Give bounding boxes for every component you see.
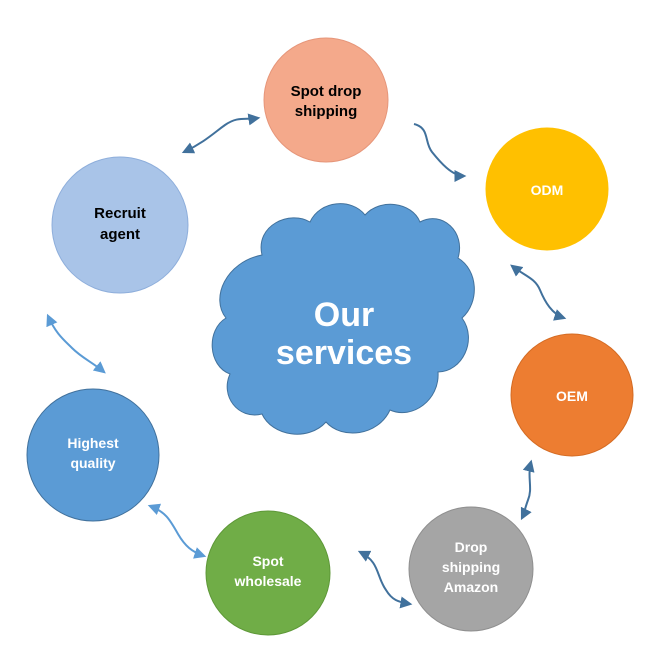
connectors <box>46 113 567 609</box>
node-label-line: OEM <box>556 388 588 404</box>
node-oem: OEM <box>510 333 634 457</box>
node-recruit-agent: Recruit agent <box>51 156 189 294</box>
node-label-line: agent <box>100 226 140 243</box>
node-circle <box>263 37 389 163</box>
arrow-oem-to-drop-amazon <box>520 459 535 521</box>
node-circle <box>205 510 331 636</box>
node-circle <box>26 388 160 522</box>
node-label-line: ODM <box>531 182 564 198</box>
arrow-highest-to-recruit <box>46 313 106 374</box>
node-circle <box>51 156 189 294</box>
node-circle <box>510 333 634 457</box>
node-label-line: Highest <box>67 435 119 451</box>
node-label-line: Spot drop <box>291 83 362 100</box>
node-label-line: Amazon <box>444 579 498 595</box>
node-spot-drop-shipping: Spot drop shipping <box>263 37 389 163</box>
node-odm: ODM <box>485 127 609 251</box>
arrow-recruit-to-spot-drop <box>181 113 261 154</box>
node-label-line: wholesale <box>234 573 302 589</box>
arrow-spot-drop-to-odm <box>413 123 467 182</box>
node-highest-quality: Highest quality <box>26 388 160 522</box>
node-label-line: Spot <box>252 553 283 569</box>
arrow-drop-amazon-to-wholesale <box>357 550 413 609</box>
node-label-line: shipping <box>442 559 500 575</box>
node-label-line: quality <box>70 455 115 471</box>
node-label-line: Drop <box>455 539 488 555</box>
node-label-line: Recruit <box>94 205 146 222</box>
node-label-line: shipping <box>295 103 358 120</box>
node-spot-wholesale: Spot wholesale <box>205 510 331 636</box>
center-title-line-2: services <box>276 334 412 372</box>
arrow-wholesale-to-highest <box>147 503 207 559</box>
node-drop-shipping-amazon: Drop shipping Amazon <box>408 506 534 632</box>
arrow-odm-to-oem <box>510 264 567 321</box>
center-cloud: Our services <box>211 203 475 435</box>
cloud-shape <box>211 203 475 435</box>
node-circle <box>485 127 609 251</box>
center-title-line-1: Our <box>314 296 374 334</box>
